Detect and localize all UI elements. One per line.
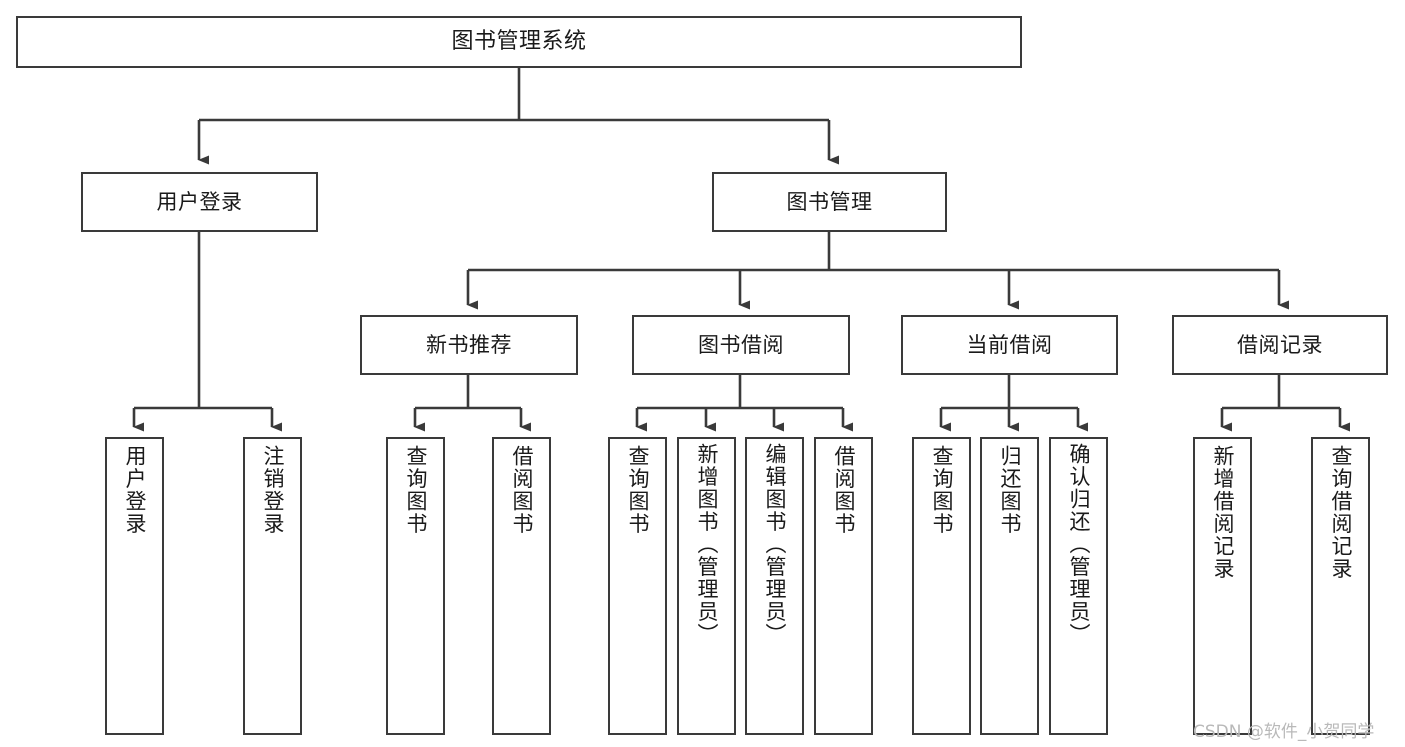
node-label: 编辑图书（管理员） [763, 443, 787, 646]
node-label: 查询图书 [930, 445, 954, 535]
node-label: 借阅记录 [1237, 332, 1323, 357]
node-label: 查询图书 [626, 445, 650, 535]
leaf-borrow-book-recommend[interactable]: 借阅图书 [492, 437, 551, 735]
leaf-query-book-borrow[interactable]: 查询图书 [608, 437, 667, 735]
node-label: 借阅图书 [510, 445, 534, 535]
leaf-confirm-return-admin[interactable]: 确认归还（管理员） [1049, 437, 1108, 735]
node-book-management[interactable]: 图书管理 [712, 172, 947, 232]
leaf-return-book[interactable]: 归还图书 [980, 437, 1039, 735]
node-new-book-recommend[interactable]: 新书推荐 [360, 315, 578, 375]
leaf-edit-book-admin[interactable]: 编辑图书（管理员） [745, 437, 804, 735]
node-label: 用户登录 [156, 189, 243, 214]
node-label: 用户登录 [123, 445, 147, 535]
node-label: 借阅图书 [832, 445, 856, 535]
node-label: 查询借阅记录 [1329, 445, 1353, 580]
leaf-add-book-admin[interactable]: 新增图书（管理员） [677, 437, 736, 735]
leaf-query-book-recommend[interactable]: 查询图书 [386, 437, 445, 735]
node-label: 当前借阅 [966, 332, 1053, 357]
csdn-watermark: CSDN @软件_小贺同学 [1193, 722, 1375, 742]
node-label: 查询图书 [404, 445, 428, 535]
node-label: 图书借阅 [698, 332, 784, 357]
leaf-borrow-book[interactable]: 借阅图书 [814, 437, 873, 735]
node-label: 图书管理系统 [451, 29, 587, 55]
node-label: 新书推荐 [426, 332, 512, 357]
node-label: 归还图书 [998, 445, 1022, 535]
leaf-query-book-current[interactable]: 查询图书 [912, 437, 971, 735]
leaf-logout[interactable]: 注销登录 [243, 437, 302, 735]
node-root-system[interactable]: 图书管理系统 [16, 16, 1022, 68]
node-book-borrow[interactable]: 图书借阅 [632, 315, 850, 375]
node-label: 图书管理 [786, 189, 873, 214]
node-label: 新增图书（管理员） [695, 443, 719, 646]
leaf-user-login[interactable]: 用户登录 [105, 437, 164, 735]
node-borrow-record[interactable]: 借阅记录 [1172, 315, 1388, 375]
leaf-add-borrow-record[interactable]: 新增借阅记录 [1193, 437, 1252, 735]
node-label: 注销登录 [261, 445, 285, 535]
leaf-query-borrow-record[interactable]: 查询借阅记录 [1311, 437, 1370, 735]
node-user-login[interactable]: 用户登录 [81, 172, 318, 232]
node-current-borrow[interactable]: 当前借阅 [901, 315, 1118, 375]
node-label: 确认归还（管理员） [1067, 443, 1091, 646]
node-label: 新增借阅记录 [1211, 445, 1235, 580]
